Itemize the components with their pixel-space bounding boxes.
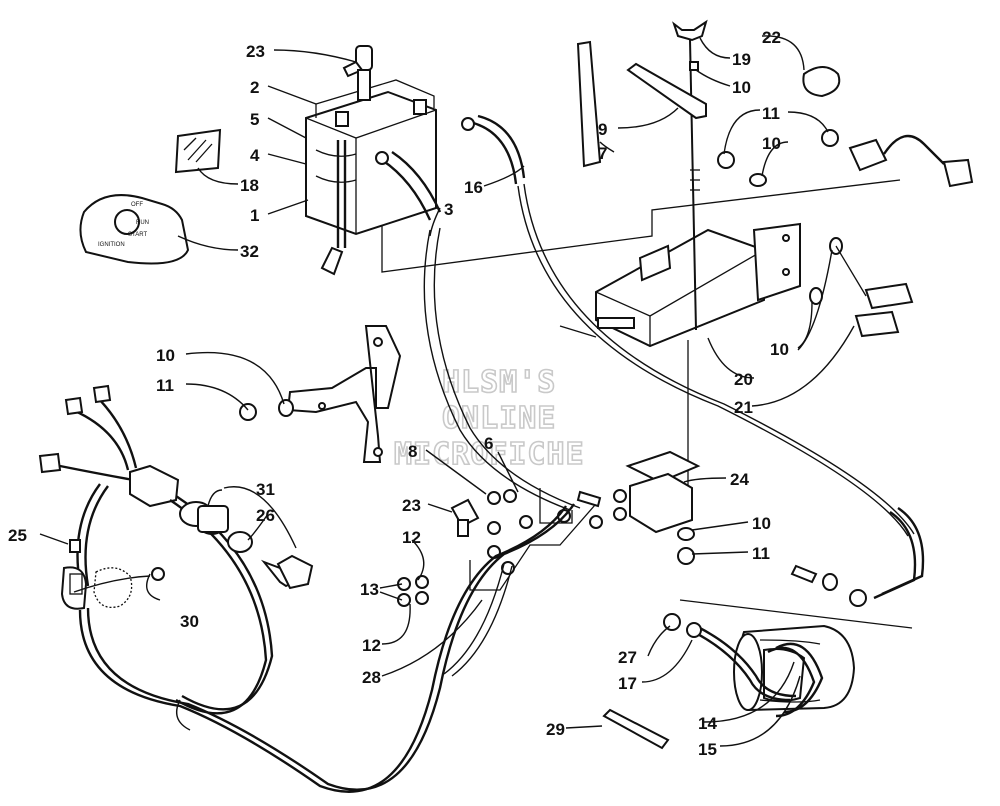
- wiring-harness: [78, 505, 567, 793]
- cable-tie: [802, 66, 841, 98]
- switch-nut: [227, 531, 253, 553]
- callout-31: 31: [256, 480, 275, 499]
- callout-29: 29: [546, 720, 565, 739]
- callout-10-box: 10: [770, 340, 789, 359]
- terminal-boot: [602, 708, 670, 750]
- callout-9: 9: [598, 120, 607, 139]
- ignition-decal: OFF RUN START IGNITION: [79, 194, 190, 265]
- callout-10-left: 10: [156, 346, 175, 365]
- bolts: [809, 237, 914, 338]
- callout-4: 4: [250, 146, 260, 165]
- hold-down-bracket: [626, 62, 707, 120]
- callout-6: 6: [484, 434, 493, 453]
- callout-11-top: 11: [762, 104, 780, 123]
- watermark-line3: MICROFICHE: [394, 437, 585, 472]
- callout-21: 21: [734, 398, 753, 417]
- callout-22: 22: [762, 28, 781, 47]
- callout-3: 3: [444, 200, 453, 219]
- watermark: HLSM'S ONLINE MICROFICHE: [393, 364, 585, 473]
- connector-right: [848, 134, 974, 188]
- callout-2: 2: [250, 78, 259, 97]
- callout-16: 16: [464, 178, 483, 197]
- positive-cable: [469, 120, 518, 185]
- terminal-cap-top: [342, 45, 373, 101]
- ignition-key: [260, 554, 314, 590]
- callout-1: 1: [250, 206, 259, 225]
- callout-14: 14: [698, 714, 717, 733]
- washer-left: [278, 399, 294, 417]
- watermark-line2: ONLINE: [442, 401, 556, 436]
- callout-10-lower: 10: [752, 514, 771, 533]
- callout-10-top: 10: [732, 78, 751, 97]
- callout-18: 18: [240, 176, 259, 195]
- fuse: [69, 539, 81, 553]
- callout-30: 30: [180, 612, 199, 631]
- callout-23-top: 23: [246, 42, 265, 61]
- decal-ignition-text: IGNITION: [98, 242, 125, 248]
- battery: [305, 79, 437, 236]
- callout-12-lower: 12: [362, 636, 381, 655]
- callout-17: 17: [618, 674, 637, 693]
- hold-down-rod: [672, 19, 708, 331]
- callout-12-upper: 12: [402, 528, 421, 547]
- nut-upper: [821, 129, 839, 147]
- battery-box: [595, 222, 801, 348]
- headlight-switch: [60, 566, 165, 610]
- callout-23-lower: 23: [402, 496, 421, 515]
- starter-solenoid: [576, 450, 701, 534]
- battery-decal: [174, 128, 222, 174]
- leader-lines: [39, 35, 855, 747]
- ignition-switch: [179, 501, 229, 535]
- callout-19: 19: [732, 50, 751, 69]
- callout-20: 20: [734, 370, 753, 389]
- callout-32: 32: [240, 242, 259, 261]
- callouts: 23 2 5 4 1 18 32 3 16 22 19 10 9 7 11 10…: [8, 28, 789, 759]
- mounting-bracket: [286, 325, 402, 463]
- callout-24: 24: [730, 470, 749, 489]
- battery-strap: [576, 40, 602, 168]
- main-harness: [423, 229, 571, 511]
- nut-left: [239, 403, 257, 421]
- callout-8: 8: [408, 442, 417, 461]
- ignition-harness: [38, 384, 274, 715]
- negative-cable: [381, 159, 432, 221]
- watermark-line1: HLSM'S: [442, 365, 556, 400]
- callout-26: 26: [256, 506, 275, 525]
- callout-10-right: 10: [762, 134, 781, 153]
- callout-11-lower: 11: [752, 544, 770, 563]
- terminal-cap-lower: [450, 498, 480, 537]
- callout-7: 7: [598, 144, 607, 163]
- callout-13: 13: [360, 580, 379, 599]
- callout-27: 27: [618, 648, 637, 667]
- vent-tube-end: [320, 246, 344, 276]
- decal-off-text: OFF: [131, 202, 143, 208]
- decal-start-text: START: [128, 232, 147, 238]
- callout-25: 25: [8, 526, 27, 545]
- callout-15: 15: [698, 740, 717, 759]
- callout-28: 28: [362, 668, 381, 687]
- decal-run-text: RUN: [136, 220, 149, 226]
- callout-5: 5: [250, 110, 259, 129]
- callout-11-left: 11: [156, 376, 174, 395]
